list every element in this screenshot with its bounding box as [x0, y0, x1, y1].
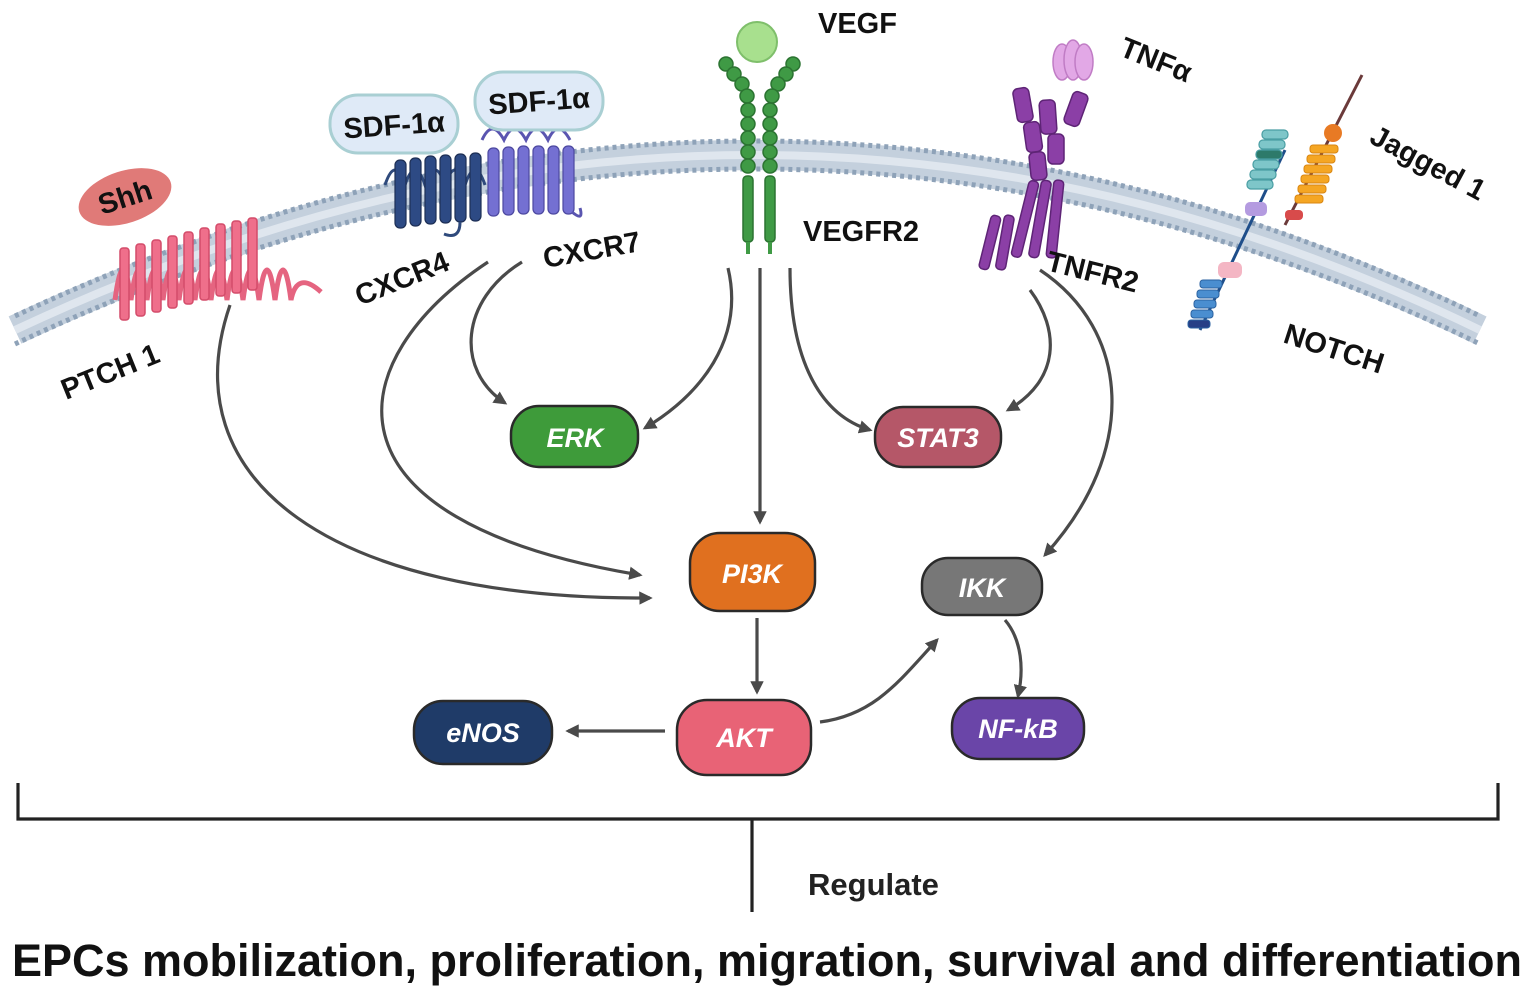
jagged1-ligand — [1283, 74, 1364, 226]
erk-label: ERK — [546, 423, 606, 453]
sdf1-label-right: SDF-1α — [487, 82, 591, 121]
node-ikk: IKK — [920, 556, 1044, 617]
arrow-vegfr2-erk — [642, 267, 734, 430]
outcome-title: EPCs mobilization, proliferation, migrat… — [12, 935, 1522, 986]
pathway-arrows — [216, 260, 1114, 738]
nfkb-label: NF-kB — [978, 714, 1058, 744]
tnfa-label: TNFα — [1115, 32, 1196, 90]
node-nfkb: NF-kB — [950, 696, 1086, 761]
stat3-label: STAT3 — [897, 423, 979, 453]
jagged1-label: Jagged 1 — [1365, 120, 1491, 207]
node-enos: eNOS — [412, 699, 554, 766]
ptch1-label: PTCH 1 — [57, 338, 165, 406]
arrow-tnfr2-ikk — [1039, 268, 1114, 557]
node-erk: ERK — [509, 404, 640, 469]
pi3k-label: PI3K — [722, 559, 785, 589]
regulate-label: Regulate — [808, 867, 939, 902]
tnfr2-label: TNFR2 — [1043, 246, 1141, 300]
arrow-ikk-nfkb — [1003, 618, 1027, 699]
sdf1-label-left: SDF-1α — [342, 106, 446, 145]
akt-label: AKT — [715, 723, 774, 753]
arrow-tnfr2-stat3 — [1005, 289, 1052, 412]
node-pi3k: PI3K — [688, 531, 817, 613]
cxcr7-label: CXCR7 — [541, 226, 643, 275]
node-akt: AKT — [675, 698, 813, 777]
vegf-label: VEGF — [818, 8, 897, 40]
notch-label: NOTCH — [1280, 318, 1388, 380]
tnfr2-receptor — [978, 86, 1089, 271]
arrow-cxcr7-erk — [469, 260, 523, 405]
notch-receptor — [1187, 129, 1289, 331]
arrow-vegfr2-stat3 — [788, 267, 873, 434]
arrow-ptch1-pi3k — [216, 304, 653, 605]
cxcr7-receptor — [480, 127, 583, 218]
tnfa-ligand — [1052, 39, 1094, 81]
regulate-bracket — [16, 783, 1500, 912]
shh-ligand: Shh — [78, 168, 172, 226]
ptch1-receptor — [112, 217, 323, 321]
vegfr2-label: VEGFR2 — [803, 216, 919, 248]
arrow-cxcr4-pi3k — [380, 260, 643, 580]
cxcr4-receptor — [383, 152, 487, 237]
arrow-akt-ikk — [819, 638, 939, 724]
sdf1-ligand-left: SDF-1α — [328, 93, 460, 155]
node-stat3: STAT3 — [873, 405, 1003, 469]
enos-label: eNOS — [446, 718, 520, 748]
vegfr2-receptor — [718, 56, 801, 254]
sdf1-ligand-right: SDF-1α — [473, 70, 605, 132]
vegf-ligand — [736, 21, 778, 63]
ikk-label: IKK — [959, 573, 1008, 603]
